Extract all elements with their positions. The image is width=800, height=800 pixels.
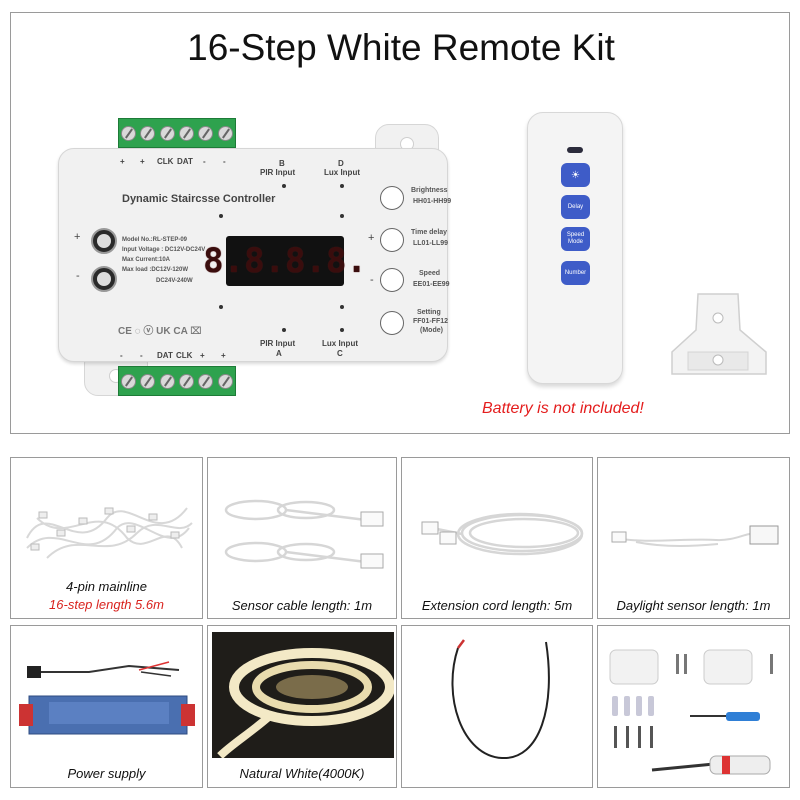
remote-led xyxy=(567,147,583,153)
port-b-label: B xyxy=(279,159,285,168)
item-daylight-sensor: Daylight sensor length: 1m xyxy=(597,457,790,619)
top-terminal-label: CLK xyxy=(157,157,174,166)
led-strip-image xyxy=(212,632,394,758)
item-caption-length: 16-step length 5.6m xyxy=(49,597,164,612)
remote-brightness-button[interactable]: ☀ xyxy=(561,163,590,187)
sun-icon: ☀ xyxy=(571,169,580,181)
item-caption: Natural White(4000K) xyxy=(239,766,365,781)
item-led-strip: Natural White(4000K) xyxy=(207,625,397,788)
top-terminal-label: + xyxy=(140,157,145,166)
certification-marks: CE ◌ ⓥ UK CA ⌧ xyxy=(118,326,202,337)
time-delay-label: Time delay xyxy=(411,229,448,236)
daylight-sensor-image xyxy=(611,525,779,547)
extension-cord-image xyxy=(421,512,584,556)
item-mainline: 4-pin mainline 16-step length 5.6m xyxy=(10,457,203,619)
page-title: 16-Step White Remote Kit xyxy=(187,27,615,68)
bottom-terminal-label: - xyxy=(140,351,143,360)
speed-label: Speed xyxy=(419,270,441,277)
controller-name: Dynamic Staircsse Controller xyxy=(122,193,276,205)
speed-range: EE01-EE99 xyxy=(413,281,450,288)
bottom-terminal-label: CLK xyxy=(176,351,193,360)
pir-input-top-label: PIR Input xyxy=(260,168,296,177)
bottom-terminal-label: - xyxy=(120,351,123,360)
brightness-range: HH01-HH99 xyxy=(413,198,452,205)
lux-input-top-label: Lux Input xyxy=(324,168,360,177)
setting-mode: (Mode) xyxy=(420,327,443,334)
port-c-label: C xyxy=(337,349,343,358)
spec-line: Max Current:10A xyxy=(122,257,171,263)
item-power-supply: Power supply xyxy=(10,625,203,788)
pir-input-bottom-label: PIR Input xyxy=(260,339,296,348)
remote-speed-mode-button[interactable]: Speed Mode xyxy=(561,227,590,251)
spec-line: DC24V-240W xyxy=(156,278,193,284)
time-delay-button[interactable] xyxy=(380,228,404,252)
time-delay-range: LL01-LL99 xyxy=(413,240,449,247)
lux-input-bottom-label: Lux Input xyxy=(322,339,358,348)
minus-sign: - xyxy=(76,270,80,282)
power-supply-image xyxy=(19,661,195,735)
remote-control: ☀ Delay Speed Mode Number xyxy=(527,112,623,384)
item-extension-cord: Extension cord length: 5m xyxy=(401,457,593,619)
led-segment-display: 8.8.8.8. xyxy=(203,236,367,286)
item-caption: Sensor cable length: 1m xyxy=(231,598,373,613)
remote-delay-button[interactable]: Delay xyxy=(561,195,590,219)
remote-wall-bracket xyxy=(671,293,767,375)
sensor-cable-image xyxy=(224,499,384,569)
item-mounting-accessories xyxy=(597,625,790,788)
item-caption: Power supply xyxy=(67,766,146,781)
power-wire-image xyxy=(451,639,550,760)
bottom-terminal-block xyxy=(118,366,236,396)
plus-sign: + xyxy=(74,231,81,243)
display-digits: 8.8.8.8. xyxy=(203,241,367,281)
plus-sign: + xyxy=(368,232,375,244)
top-terminal-label: + xyxy=(120,157,125,166)
brightness-label: Brightness xyxy=(411,187,448,194)
item-sensor-cable: Sensor cable length: 1m xyxy=(207,457,397,619)
spec-line: Input Voltage : DC12V-DC24V xyxy=(122,247,206,253)
setting-range: FF01-FF12 xyxy=(413,318,449,325)
mainline-cable-image xyxy=(26,507,193,559)
top-terminal-block xyxy=(118,118,236,148)
bottom-terminal-label: DAT xyxy=(157,351,173,360)
spec-line: Model No.:RL-STEP-09 xyxy=(122,237,188,243)
power-input-knob-bottom xyxy=(91,266,117,292)
setting-button[interactable] xyxy=(380,311,404,335)
bottom-terminal-label: + xyxy=(200,351,205,360)
power-input-knob-top xyxy=(91,228,117,254)
spec-line: Max load :DC12V-120W xyxy=(122,267,189,273)
bottom-terminal-label: + xyxy=(221,351,226,360)
top-terminal-label: - xyxy=(223,157,226,166)
item-power-wire xyxy=(401,625,593,788)
minus-sign: - xyxy=(370,274,374,286)
brightness-button[interactable] xyxy=(380,186,404,210)
item-caption: Daylight sensor length: 1m xyxy=(616,598,771,613)
setting-label: Setting xyxy=(417,309,441,316)
remote-number-button[interactable]: Number xyxy=(561,261,590,285)
item-caption: 4-pin mainline xyxy=(66,579,147,594)
battery-note: Battery is not included! xyxy=(482,400,644,417)
top-terminal-label: DAT xyxy=(177,157,193,166)
item-caption: Extension cord length: 5m xyxy=(421,598,573,613)
port-a-label: A xyxy=(276,349,282,358)
port-d-label: D xyxy=(338,159,344,168)
speed-button[interactable] xyxy=(380,268,404,292)
mounting-accessories-image xyxy=(609,649,773,775)
top-terminal-label: - xyxy=(203,157,206,166)
